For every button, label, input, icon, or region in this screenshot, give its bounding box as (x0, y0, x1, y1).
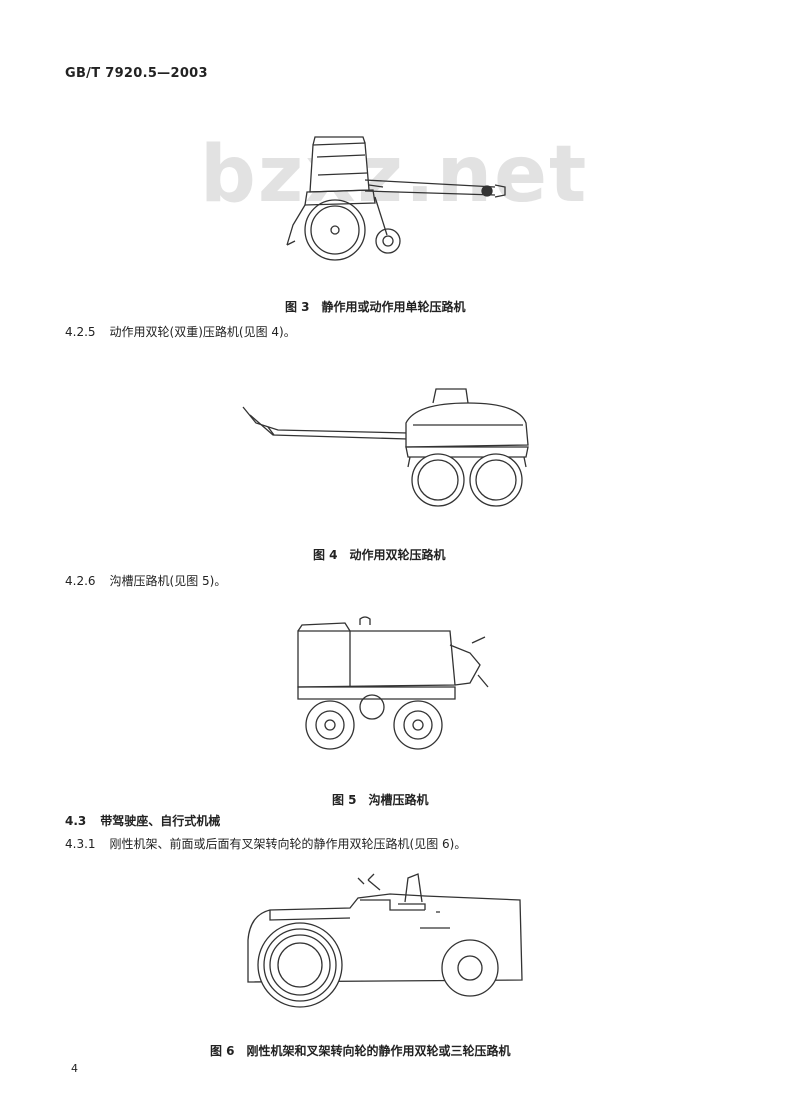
paragraph-4-2-5: 4.2.5 动作用双轮(双重)压路机(见图 4)。 (65, 323, 296, 340)
figure-4-caption: 图 4 动作用双轮压路机 (313, 548, 446, 562)
figure-3-illustration (265, 135, 510, 265)
paragraph-4-2-6: 4.2.6 沟槽压路机(见图 5)。 (65, 572, 226, 589)
figure-6-caption: 图 6 刚性机架和叉架转向轮的静作用双轮或三轮压路机 (210, 1044, 511, 1058)
paragraph-text: 带驾驶座、自行式机械 (100, 814, 221, 828)
paragraph-text: 刚性机架、前面或后面有叉架转向轮的静作用双轮压路机(见图 6)。 (109, 837, 467, 851)
paragraph-4-3-1: 4.3.1 刚性机架、前面或后面有叉架转向轮的静作用双轮压路机(见图 6)。 (65, 835, 466, 852)
figure-5-caption: 图 5 沟槽压路机 (332, 793, 429, 807)
paragraph-number: 4.3 (65, 814, 87, 828)
page-number: 4 (71, 1062, 78, 1075)
paragraph-text: 沟槽压路机(见图 5)。 (109, 574, 227, 588)
paragraph-number: 4.3.1 (65, 837, 96, 851)
watermark-text: bzxz.net (200, 130, 589, 220)
paragraph-number: 4.2.6 (65, 574, 96, 588)
figure-5-illustration (290, 615, 495, 760)
standard-id-header: GB/T 7920.5—2003 (65, 66, 208, 81)
paragraph-number: 4.2.5 (65, 325, 96, 339)
figure-6-illustration (240, 860, 530, 1020)
figure-3-caption: 图 3 静作用或动作用单轮压路机 (285, 300, 466, 314)
section-4-3-heading: 4.3 带驾驶座、自行式机械 (65, 812, 220, 829)
paragraph-text: 动作用双轮(双重)压路机(见图 4)。 (109, 325, 296, 339)
figure-4-illustration (238, 385, 538, 510)
